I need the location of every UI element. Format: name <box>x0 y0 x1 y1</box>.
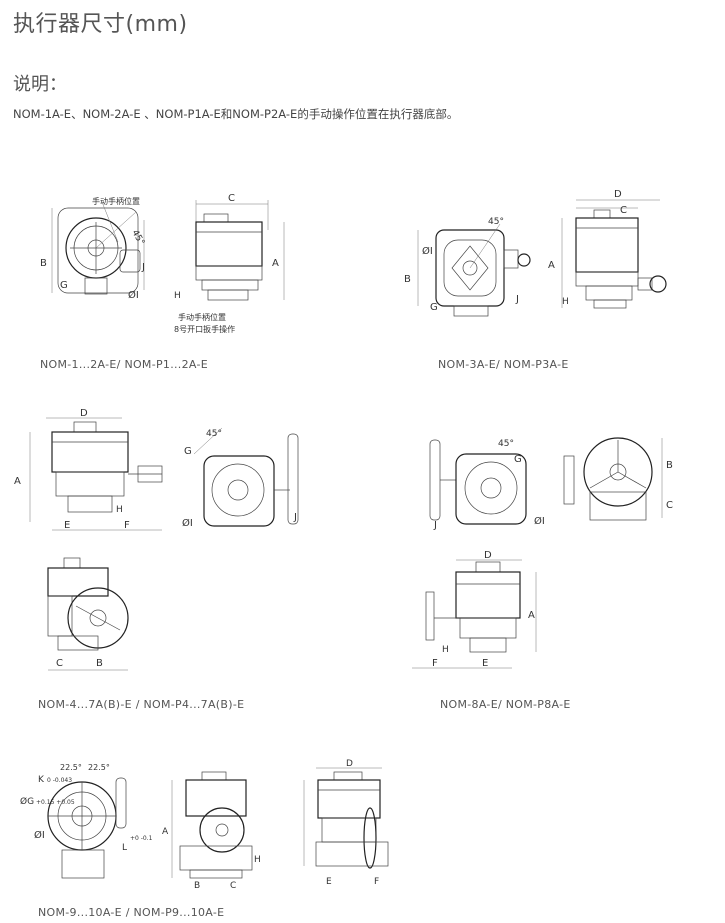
dim-label-b-fig5: B <box>194 881 200 891</box>
note-wrench-operation: 8号开口扳手操作 <box>174 324 235 334</box>
dim-label-g-fig3: G <box>184 446 192 457</box>
dim-label-e-fig4b: E <box>482 658 488 669</box>
section-subtitle: 说明： <box>13 74 67 95</box>
dim-label-g-fig4: G <box>514 454 522 465</box>
dim-label-b-fig4: B <box>666 460 673 471</box>
page-title: 执行器尺寸(mm) <box>13 12 188 37</box>
dim-label-a-fig2: A <box>548 260 555 271</box>
dim-label-e-fig5: E <box>326 877 332 887</box>
dim-label-c-fig5: C <box>230 881 236 891</box>
dim-label-45-fig3: 45° <box>206 429 222 439</box>
dim-label-45-fig2: 45° <box>488 217 504 227</box>
dim-label-phi-i: ØI <box>128 289 139 301</box>
dim-label-d-fig3: D <box>80 408 88 419</box>
dim-label-b-fig3b: B <box>96 658 103 669</box>
dim-label-phi-g: ØG <box>20 796 34 807</box>
dim-label-j-fig2: J <box>515 294 519 305</box>
dim-label-g: G <box>60 280 68 291</box>
dim-label-d-fig4b: D <box>484 550 492 561</box>
caption-nom-9-10a: NOM-9...10A-E / NOM-P9...10A-E <box>38 906 225 919</box>
figure-nom-8a-top-views: 45° G J ØI B C <box>429 437 673 531</box>
dim-label-d-fig2: D <box>614 189 622 200</box>
figure-nom-3a-top-view: 45° ØI B G J <box>404 217 531 317</box>
dim-label-b-fig2: B <box>404 274 411 285</box>
dim-label-g-fig2: G <box>430 302 438 313</box>
figure-nom-9-10a-side-view-1: A B C H <box>162 771 261 891</box>
caption-nom-8a: NOM-8A-E/ NOM-P8A-E <box>440 698 571 711</box>
dim-label-45: 45° <box>129 229 146 248</box>
dim-label-f-fig5: F <box>374 877 379 887</box>
dim-label-a-fig4b: A <box>528 610 535 621</box>
dim-label-c-fig2: C <box>620 205 627 216</box>
figure-nom-4-7a-front-view: C B <box>47 557 129 671</box>
dim-label-b: B <box>40 258 47 269</box>
dim-label-22-right: 22.5° <box>88 763 110 772</box>
dim-label-c-fig3b: C <box>56 658 63 669</box>
dim-label-a-fig5: A <box>162 827 169 837</box>
dim-label-phi-i-fig2: ØI <box>422 245 433 257</box>
dim-label-h-fig4b: H <box>442 645 449 655</box>
dim-label-j-fig3: J <box>293 512 297 523</box>
figure-nom-4-7a-top-view: 45° G ØI J <box>182 427 299 529</box>
dim-label-h-fig2: H <box>562 297 569 307</box>
caption-nom-4-7a: NOM-4...7A(B)-E / NOM-P4...7A(B)-E <box>38 698 245 711</box>
dim-label-45-fig4: 45° <box>498 439 514 449</box>
dim-label-h: H <box>174 291 181 301</box>
dim-label-c: C <box>228 193 235 204</box>
dim-label-j-fig4: J <box>433 520 437 531</box>
dim-label-a-fig3: A <box>14 476 21 487</box>
note-handwheel-position: 手动手柄位置 <box>92 196 140 206</box>
figure-nom-1-2a-side-view: C A H 手动手柄位置 8号开口扳手操作 <box>174 193 285 334</box>
dim-label-phi-fig3: ØI <box>182 517 193 529</box>
tol-l: +0 -0.1 <box>130 835 153 842</box>
caption-nom-1-2a: NOM-1...2A-E/ NOM-P1...2A-E <box>40 358 209 371</box>
dim-label-k: K <box>38 775 45 785</box>
tol-k: 0 -0.043 <box>47 777 72 784</box>
dim-label-l: L <box>122 843 127 853</box>
dim-label-phi-fig5: ØI <box>34 829 45 841</box>
dim-label-22-left: 22.5° <box>60 763 82 772</box>
dim-label-f-fig3: F <box>124 520 130 531</box>
caption-nom-3a: NOM-3A-E/ NOM-P3A-E <box>438 358 569 371</box>
figure-nom-3a-side-view: D C A H <box>548 189 667 309</box>
figure-nom-9-10a-top-view: 22.5° 22.5° K 0 -0.043 ØG +0.15 +0.05 L … <box>20 763 153 879</box>
dim-label-f-fig4b: F <box>432 658 438 669</box>
note-handwheel-position-bottom: 手动手柄位置 <box>178 312 226 322</box>
figure-nom-4-7a-side-view: D A E F H <box>14 408 163 531</box>
figure-nom-1-2a-top-view: B 45° J G ØI 手动手柄位置 <box>40 196 146 301</box>
dim-label-h-fig3: H <box>116 505 123 515</box>
figure-nom-9-10a-side-view-2: D E F <box>303 759 389 887</box>
dim-label-e-fig3: E <box>64 520 70 531</box>
tol-g: +0.15 +0.05 <box>36 799 75 806</box>
description-text: NOM-1A-E、NOM-2A-E 、NOM-P1A-E和NOM-P2A-E的手… <box>13 107 459 121</box>
dim-label-j: J <box>141 262 145 273</box>
dim-label-a: A <box>272 258 279 269</box>
dim-label-phi-fig4: ØI <box>534 515 545 527</box>
dim-label-h-fig5: H <box>254 855 261 865</box>
dim-label-c-fig4: C <box>666 500 673 511</box>
dim-label-d-fig5: D <box>346 759 353 769</box>
figure-nom-8a-side-view: D A H F E <box>412 550 537 669</box>
